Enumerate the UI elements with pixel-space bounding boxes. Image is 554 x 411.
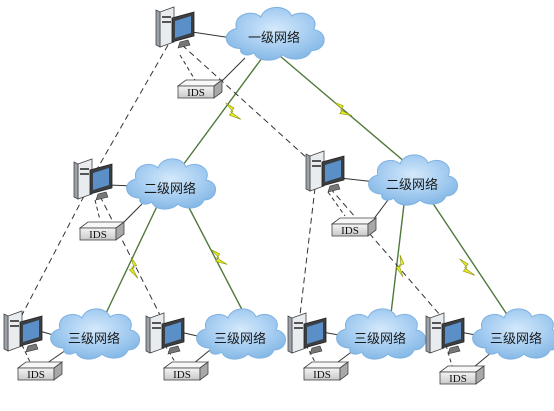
dashed-link: [94, 199, 101, 221]
dashed-link: [181, 44, 319, 169]
dashed-link: [179, 54, 196, 81]
ids-device-l3-b: IDS: [163, 361, 209, 381]
dashed-link: [91, 44, 169, 179]
ids-label: IDS: [89, 229, 107, 241]
lightning-icon: [222, 100, 242, 124]
dashed-link: [99, 195, 161, 316]
dashed-link: [329, 187, 441, 316]
network-label: 三级网络: [68, 331, 120, 347]
network-label: 三级网络: [354, 331, 406, 347]
ids-device-l3-d: IDS: [439, 365, 485, 385]
ids-device-l3-c: IDS: [303, 361, 349, 381]
network-level3-d: 三级网络: [472, 308, 554, 360]
lightning-icon: [126, 256, 140, 280]
ids-label: IDS: [449, 373, 467, 385]
network-level3-b: 三级网络: [196, 308, 287, 360]
link-l1-to-l2-right: [279, 55, 413, 169]
network-label: 一级网络: [248, 30, 300, 46]
ids-device-l3-a: IDS: [17, 361, 63, 381]
computer-icon: [425, 312, 465, 355]
wan-links: [97, 55, 513, 331]
ids-label: IDS: [341, 225, 359, 237]
network-label: 二级网络: [144, 181, 196, 197]
ids-device-l2-right: IDS: [331, 217, 377, 237]
network-label: 三级网络: [490, 331, 542, 347]
network-level2-right: 二级网络: [368, 154, 459, 206]
ids-label: IDS: [173, 369, 191, 381]
ids-label: IDS: [313, 369, 331, 381]
link-l1-to-l2-left: [171, 57, 263, 181]
link-l2-right-to-l3-d: [427, 195, 513, 323]
computer-icon: [155, 6, 195, 49]
network-level1: 一级网络: [225, 6, 325, 61]
pc-to-cloud-link: [191, 31, 233, 39]
network-level2-left: 二级网络: [126, 158, 217, 210]
dashed-link: [299, 187, 316, 316]
dashed-link: [21, 195, 85, 316]
network-label: 三级网络: [214, 331, 266, 347]
dashed-monitoring-links: [21, 44, 441, 316]
computer-icon: [3, 310, 43, 353]
dashed-link: [445, 344, 453, 367]
network-level3-a: 三级网络: [50, 308, 141, 360]
ids-label: IDS: [187, 87, 205, 99]
lightning-icon: [456, 256, 476, 280]
link-l2-left-to-l3-b: [184, 199, 251, 326]
computer-icon: [73, 158, 113, 201]
computer-icon: [145, 312, 185, 355]
network-level3-c: 三级网络: [336, 308, 427, 360]
network-label: 二级网络: [386, 177, 438, 193]
ids-label: IDS: [27, 369, 45, 381]
dashed-link: [21, 344, 31, 363]
computer-icon: [305, 150, 345, 193]
link-l2-right-to-l3-c: [389, 195, 406, 323]
dashed-link: [327, 191, 346, 217]
ids-device-l2-left: IDS: [79, 221, 125, 241]
lightning-icon: [331, 99, 353, 121]
link-l2-left-to-l3-a: [97, 199, 161, 331]
ids-device-top: IDS: [177, 79, 223, 99]
